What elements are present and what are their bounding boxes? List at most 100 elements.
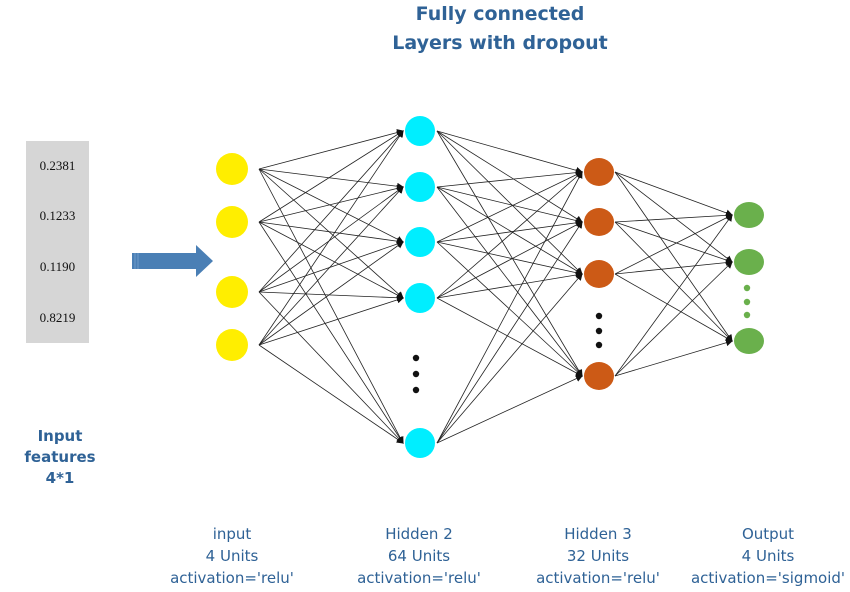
connection-edge bbox=[436, 297, 583, 377]
connection-edge bbox=[436, 171, 583, 444]
layer-name: input bbox=[212, 525, 252, 543]
connection-edge bbox=[258, 186, 404, 293]
ellipsis-dot bbox=[743, 311, 751, 319]
connection-edge bbox=[258, 221, 404, 299]
ellipsis-dot bbox=[743, 298, 751, 306]
connection-edge bbox=[258, 291, 404, 444]
layer-activation: activation='relu' bbox=[170, 569, 294, 587]
hidden-3-node bbox=[584, 260, 614, 288]
layer-name: Hidden 3 bbox=[564, 525, 632, 543]
connection-edge bbox=[436, 375, 583, 444]
layer-activation: activation='sigmoid' bbox=[690, 569, 846, 587]
connection-edge bbox=[436, 171, 583, 243]
connection-edge bbox=[436, 186, 583, 275]
ellipsis-dot bbox=[595, 341, 603, 349]
connection-edge bbox=[258, 344, 404, 444]
connection-edge bbox=[436, 186, 583, 224]
connection-edge bbox=[258, 130, 404, 346]
title-line-2: Layers with dropout bbox=[392, 32, 608, 54]
connection-edge bbox=[614, 214, 733, 275]
connection-edge bbox=[436, 221, 583, 299]
connection-edge bbox=[436, 273, 583, 444]
feature-value: 0.1233 bbox=[39, 208, 76, 223]
layer-activation: activation='relu' bbox=[536, 569, 660, 587]
input-features-label: Input features bbox=[24, 427, 96, 466]
connection-edge bbox=[436, 241, 583, 277]
layer-units: 32 Units bbox=[566, 547, 630, 565]
input-node bbox=[216, 276, 248, 308]
input-arrow-icon bbox=[132, 245, 213, 277]
layer-units: 4 Units bbox=[741, 547, 795, 565]
connection-edge bbox=[258, 296, 404, 346]
connection-edge bbox=[614, 171, 733, 217]
input-node bbox=[216, 153, 248, 185]
connection-edge bbox=[436, 130, 583, 174]
connection-edge bbox=[614, 221, 733, 264]
connection-edge bbox=[258, 240, 404, 293]
layer-label-hidden-2: Hidden 2 64 Units activation='relu' bbox=[334, 523, 504, 589]
hidden-3-node bbox=[584, 158, 614, 186]
connection-edge bbox=[258, 185, 404, 223]
connection-edge bbox=[258, 168, 404, 243]
input-feature-vector: 0.2381 0.1233 0.1190 0.8219 bbox=[26, 141, 89, 343]
layer-activation: activation='relu' bbox=[357, 569, 481, 587]
feature-value: 0.8219 bbox=[39, 310, 76, 325]
output-node bbox=[734, 249, 764, 275]
feature-value: 0.1190 bbox=[39, 259, 76, 274]
connection-edge bbox=[258, 130, 404, 223]
connection-edge bbox=[258, 168, 404, 444]
ellipsis-dot bbox=[595, 312, 603, 320]
ellipsis-dot bbox=[412, 386, 420, 394]
diagram-title: Fully connected Layers with dropout bbox=[350, 0, 650, 58]
layer-name: Hidden 2 bbox=[385, 525, 453, 543]
connection-edge bbox=[614, 211, 733, 223]
connection-edge bbox=[258, 186, 404, 346]
connection-edge bbox=[614, 171, 733, 342]
hidden-2-node bbox=[405, 283, 435, 313]
connection-edge bbox=[614, 261, 733, 377]
hidden-2-node bbox=[405, 227, 435, 257]
connection-edge bbox=[258, 291, 404, 302]
hidden-2-node bbox=[405, 428, 435, 458]
neurons bbox=[216, 116, 764, 458]
feature-value: 0.2381 bbox=[39, 158, 76, 173]
connection-edge bbox=[436, 169, 583, 188]
output-node bbox=[734, 328, 764, 354]
connection-edge bbox=[614, 171, 733, 263]
connection-edge bbox=[436, 241, 583, 377]
connection-edge bbox=[436, 130, 583, 275]
layer-label-output: Output 4 Units activation='sigmoid' bbox=[678, 523, 850, 589]
connection-edge bbox=[436, 271, 583, 299]
connection-edge bbox=[258, 130, 404, 293]
connection-edge bbox=[436, 221, 583, 444]
connection-edge bbox=[258, 168, 404, 190]
connection-edge bbox=[614, 273, 733, 342]
connection-edge bbox=[258, 168, 404, 299]
ellipsis-dot bbox=[412, 354, 420, 362]
layer-name: Output bbox=[741, 525, 795, 543]
connection-edge bbox=[436, 130, 583, 377]
ellipsis-markers bbox=[412, 284, 751, 394]
connection-edge bbox=[614, 339, 733, 377]
connection-edge bbox=[258, 221, 404, 245]
layer-units: 4 Units bbox=[205, 547, 259, 565]
input-features-caption: Input features 4*1 bbox=[0, 426, 120, 489]
connection-edge bbox=[436, 130, 583, 223]
ellipsis-dot bbox=[743, 284, 751, 292]
connection-edge bbox=[614, 221, 733, 342]
connection-edge bbox=[614, 259, 733, 275]
layer-label-hidden-3: Hidden 3 32 Units activation='relu' bbox=[513, 523, 683, 589]
input-node bbox=[216, 206, 248, 238]
input-node bbox=[216, 329, 248, 361]
connection-edge bbox=[436, 171, 583, 299]
input-features-shape: 4*1 bbox=[45, 469, 75, 487]
hidden-3-node bbox=[584, 362, 614, 390]
ellipsis-dot bbox=[412, 370, 420, 378]
connections bbox=[258, 129, 733, 444]
connection-edge bbox=[258, 241, 404, 346]
hidden-2-node bbox=[405, 116, 435, 146]
layer-label-input: input 4 Units activation='relu' bbox=[147, 523, 317, 589]
output-node bbox=[734, 202, 764, 228]
hidden-2-node bbox=[405, 172, 435, 202]
